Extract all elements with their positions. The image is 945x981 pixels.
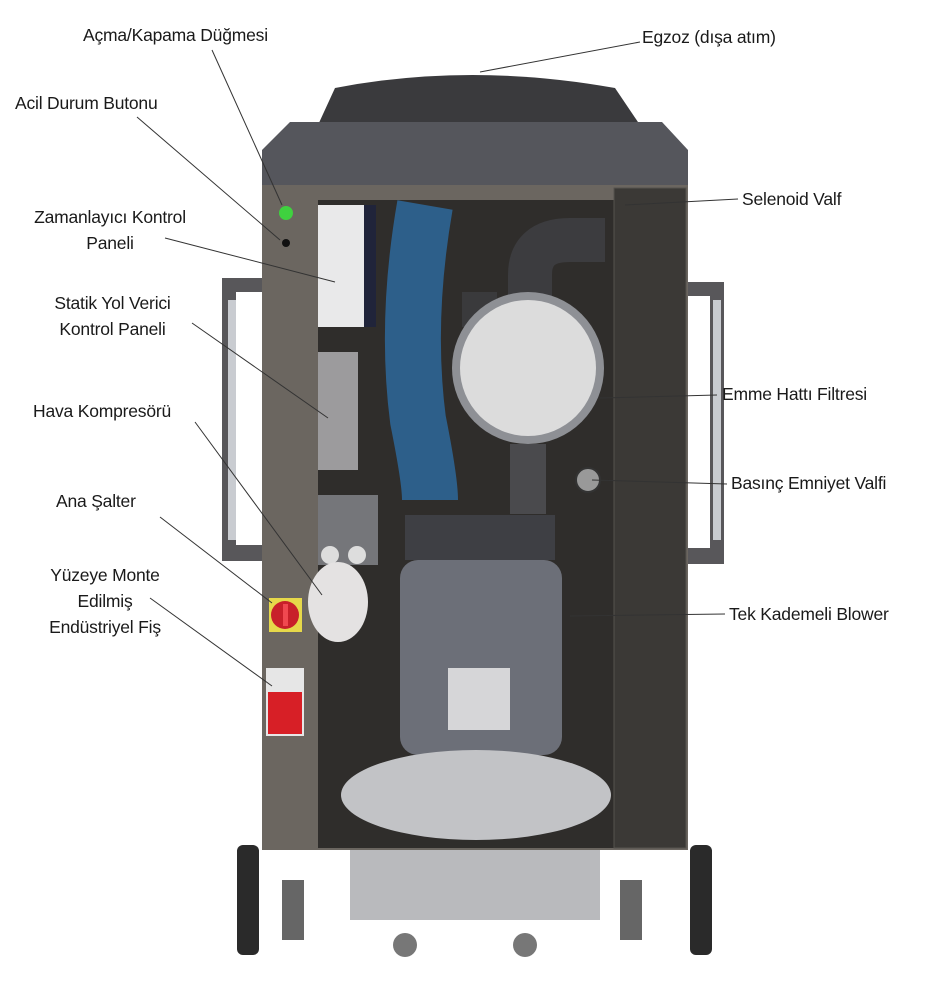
label-solenoid-valve: Selenoid Valf — [742, 189, 842, 209]
label-exhaust: Egzoz (dışa atım) — [642, 27, 776, 47]
label-line: Yüzeye Monte — [50, 565, 160, 585]
exhaust-cap — [318, 75, 640, 125]
elbow-pipe — [508, 218, 605, 310]
label-pressure-relief-valve: Basınç Emniyet Valfi — [731, 473, 887, 493]
wheels — [237, 845, 712, 957]
base — [350, 850, 600, 920]
label-single-stage-blower: Tek Kademeli Blower — [729, 604, 889, 624]
static-panel — [318, 352, 358, 470]
door — [613, 187, 687, 849]
power-led — [279, 206, 293, 220]
label-line: Zamanlayıcı Kontrol — [34, 207, 186, 227]
label-line: Edilmiş — [77, 591, 133, 611]
label-on-off-button: Açma/Kapama Düğmesi — [83, 25, 268, 45]
label-air-compressor: Hava Kompresörü — [33, 401, 172, 421]
air-compressor-tank — [308, 562, 368, 642]
label-line: Endüstriyel Fiş — [49, 617, 161, 637]
right-handle — [688, 282, 724, 564]
label-emergency-button: Acil Durum Butonu — [15, 93, 158, 113]
blue-hose — [384, 200, 458, 501]
timer-panel — [318, 205, 364, 327]
emergency-button — [282, 239, 290, 247]
blower-base — [341, 750, 611, 840]
blower-motor — [400, 560, 562, 755]
label-suction-filter: Emme Hattı Filtresi — [722, 384, 867, 404]
label-line: Paneli — [86, 233, 134, 253]
top-plate — [262, 122, 688, 185]
label-line: Kontrol Paneli — [59, 319, 166, 339]
label-industrial-plug: Yüzeye Monte Edilmiş Endüstriyel Fiş — [25, 562, 185, 640]
label-main-switch: Ana Şalter — [56, 491, 136, 511]
leader-lines — [136, 41, 739, 687]
label-timer-panel: Zamanlayıcı Kontrol Paneli — [15, 204, 205, 256]
label-line: Statik Yol Verici — [54, 293, 171, 313]
label-static-panel: Statik Yol Verici Kontrol Paneli — [30, 290, 195, 342]
